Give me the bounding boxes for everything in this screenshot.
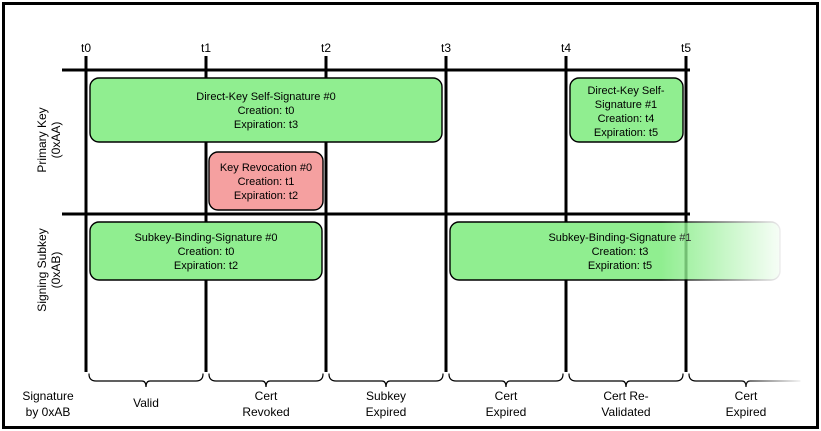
signature-box-line-3-2: Expiration: t2: [174, 260, 238, 272]
bracket-cert-expired-1: [448, 373, 564, 388]
phase-label-subkey-expired-line1: Subkey: [366, 389, 406, 403]
signature-box-line-0-2: Expiration: t3: [234, 119, 298, 131]
signature-box-line-3-0: Subkey-Binding-Signature #0: [134, 232, 277, 244]
signature-box-line-2-2: Creation: t4: [598, 113, 655, 125]
footer-corner-label-line1: Signature: [22, 389, 74, 403]
signature-box-shape-key-revocation-0: [208, 151, 324, 211]
phase-cert-expired-2: Cert Expired: [688, 373, 801, 419]
tick-label-t2: t2: [321, 41, 331, 55]
signature-box-line-0-0: Direct-Key Self-Signature #0: [196, 91, 335, 103]
tick-label-t4: t4: [561, 41, 571, 55]
tick-label-t3: t3: [441, 41, 451, 55]
row-labels: Primary Key (0xAA) Signing Subkey (0xAB): [35, 107, 63, 311]
signature-box-line-4-1: Creation: t3: [592, 246, 649, 258]
phase-label-cert-revoked-line2: Revoked: [242, 405, 289, 419]
row-label-primary-key-line2: (0xAA): [49, 122, 63, 159]
phase-label-cert-revalidated-line2: Validated: [601, 405, 650, 419]
bracket-cert-revalidated: [568, 373, 684, 388]
signature-box-key-revocation-0[interactable]: Key Revocation #0 Creation: t1 Expiratio…: [208, 151, 324, 211]
signature-box-line-1-2: Expiration: t2: [234, 190, 298, 202]
tick-label-t1: t1: [201, 41, 211, 55]
phase-valid: Valid: [88, 373, 204, 410]
row-label-signing-subkey: Signing Subkey (0xAB): [35, 228, 63, 311]
phase-label-subkey-expired-line2: Expired: [366, 405, 407, 419]
signature-box-line-1-0: Key Revocation #0: [220, 162, 312, 174]
signature-box-subkey-binding-signature-1[interactable]: Subkey-Binding-Signature #1 Creation: t3…: [449, 221, 781, 281]
phase-label-cert-expired-2-line2: Expired: [726, 405, 767, 419]
signature-box-shape-direct-key-self-signature-1: [569, 77, 684, 143]
timeline-tick-labels: t0 t1 t2 t3 t4 t5: [81, 41, 691, 55]
phase-subkey-expired: Subkey Expired: [328, 373, 444, 419]
signature-box-line-1-1: Creation: t1: [238, 176, 295, 188]
bracket-subkey-expired: [328, 373, 444, 388]
footer-corner-label: Signature by 0xAB: [22, 389, 74, 419]
bracket-valid: [88, 373, 204, 388]
phase-label-cert-expired-2-line1: Cert: [735, 389, 758, 403]
phase-cert-revoked: Cert Revoked: [208, 373, 324, 419]
phase-cert-expired-1: Cert Expired: [448, 373, 564, 419]
bracket-cert-revoked: [208, 373, 324, 388]
signature-box-direct-key-self-signature-0[interactable]: Direct-Key Self-Signature #0 Creation: t…: [89, 77, 443, 143]
phase-label-cert-expired-1-line2: Expired: [486, 405, 527, 419]
signature-box-shape-direct-key-self-signature-0: [89, 77, 443, 143]
bracket-cert-expired-2: [688, 373, 801, 388]
signature-box-line-3-1: Creation: t0: [178, 246, 235, 258]
phase-label-cert-revoked-line1: Cert: [255, 389, 278, 403]
signature-boxes: Direct-Key Self-Signature #0 Creation: t…: [89, 77, 781, 281]
signature-box-line-2-0: Direct-Key Self-: [587, 85, 664, 97]
signature-box-line-4-2: Expiration: t5: [588, 260, 652, 272]
signature-box-shape-subkey-binding-signature-0: [89, 221, 323, 281]
row-axes: [62, 68, 790, 216]
row-label-primary-key: Primary Key (0xAA): [35, 107, 63, 172]
phase-cert-revalidated: Cert Re- Validated: [568, 373, 684, 419]
phase-label-cert-revalidated-line1: Cert Re-: [603, 389, 648, 403]
phase-brackets: Valid Cert Revoked Subkey Expired Cert E…: [88, 373, 801, 419]
phase-label-cert-expired-1-line1: Cert: [495, 389, 518, 403]
signature-box-shape-subkey-binding-signature-1: [449, 221, 781, 281]
signature-box-line-0-1: Creation: t0: [238, 105, 295, 117]
signature-box-line-2-1: Signature #1: [595, 99, 657, 111]
row-label-signing-subkey-line2: (0xAB): [49, 252, 63, 289]
row-label-signing-subkey-line1: Signing Subkey: [35, 228, 49, 311]
signature-box-line-2-3: Expiration: t5: [594, 127, 658, 139]
footer-corner-label-line2: by 0xAB: [26, 405, 71, 419]
tick-label-t5: t5: [681, 41, 691, 55]
signature-box-subkey-binding-signature-0[interactable]: Subkey-Binding-Signature #0 Creation: t0…: [89, 221, 323, 281]
tick-label-t0: t0: [81, 41, 91, 55]
row-label-primary-key-line1: Primary Key: [35, 107, 49, 172]
signature-box-line-4-0: Subkey-Binding-Signature #1: [548, 232, 691, 244]
signature-box-direct-key-self-signature-1[interactable]: Direct-Key Self- Signature #1 Creation: …: [569, 77, 684, 143]
phase-label-valid-line1: Valid: [133, 396, 159, 410]
